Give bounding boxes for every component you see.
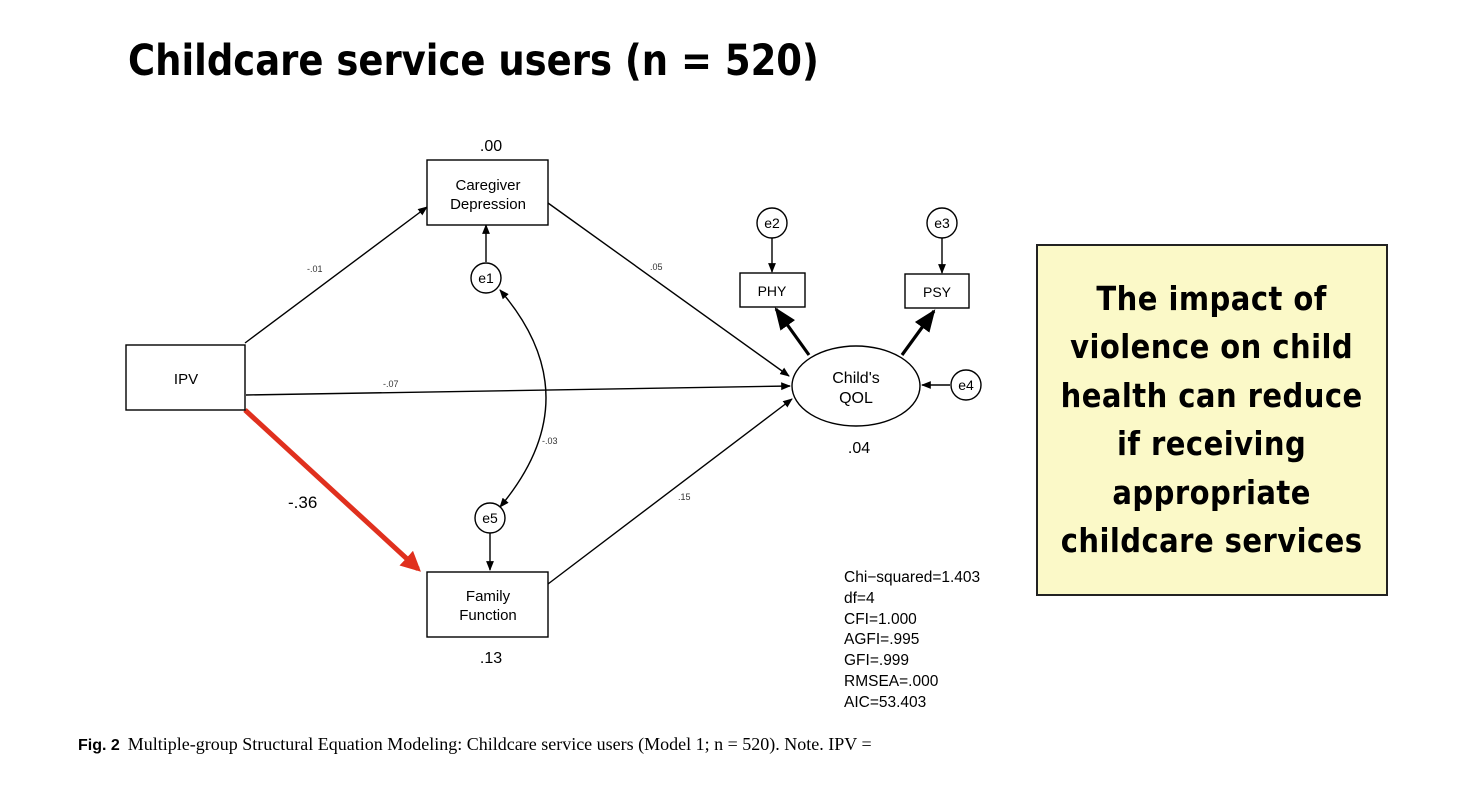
- fit-stat: Chi−squared=1.403: [844, 569, 981, 586]
- r2-caregiver-depression: .00: [480, 138, 502, 155]
- callout-box: The impact of violence on child health c…: [1036, 244, 1388, 596]
- coef-ipv-to-depression: -.01: [307, 264, 323, 274]
- e5-label: e5: [482, 510, 498, 526]
- childs-qol-ellipse: [791, 345, 921, 427]
- path-depression-to-qol: [547, 202, 790, 377]
- r2-childs-qol: .04: [848, 440, 870, 457]
- coef-ipv-to-qol: -.07: [383, 379, 399, 389]
- childs-qol-label-line1: Child's: [832, 370, 880, 387]
- path-ipv-to-depression: [244, 206, 428, 344]
- e4-circle: [950, 369, 982, 401]
- psy-label: PSY: [923, 284, 952, 300]
- path-qol-to-phy: [774, 307, 811, 356]
- fit-stat: RMSEA=.000: [844, 672, 939, 690]
- path-ipv-to-family: [243, 408, 421, 572]
- coef-depression-to-qol: .05: [650, 262, 663, 272]
- path-ipv-to-qol: [245, 382, 791, 396]
- coef-e1-e5-covariance: -.03: [542, 436, 558, 446]
- r2-family-function: .13: [480, 650, 502, 667]
- family-function-box: [426, 571, 549, 638]
- caption-text: Multiple-group Structural Equation Model…: [127, 734, 872, 754]
- e2-circle: [756, 207, 788, 239]
- caregiver-depression-label-line2: Depression: [450, 196, 526, 213]
- e5-circle: [474, 502, 506, 534]
- ipv-label: IPV: [174, 371, 198, 388]
- path-e1-e5-covariance: [499, 289, 547, 508]
- slide-title: Childcare service users (n = 520): [128, 36, 819, 86]
- path-family-to-qol: [547, 398, 793, 585]
- caregiver-depression-label-line1: Caregiver: [455, 177, 520, 194]
- family-function-label-line2: Function: [459, 607, 517, 624]
- fit-stat: GFI=.999: [844, 652, 910, 670]
- callout-text: The impact of violence on child health c…: [1060, 278, 1364, 561]
- ipv-box: [125, 344, 246, 411]
- e3-label: e3: [934, 215, 950, 231]
- e2-label: e2: [764, 215, 780, 231]
- coef-family-to-qol: .15: [678, 492, 691, 502]
- fit-stat: AGFI=.995: [844, 631, 920, 649]
- path-qol-to-psy: [900, 309, 936, 356]
- figure-caption: Fig. 2 Multiple-group Structural Equation…: [78, 734, 872, 755]
- caregiver-depression-box: [426, 159, 549, 226]
- fit-stat: CFI=1.000: [844, 610, 917, 628]
- phy-label: PHY: [758, 283, 787, 299]
- model-fit-statistics: Chi−squared=1.403 df=4 CFI=1.000 AGFI=.9…: [844, 568, 980, 714]
- family-function-label-line1: Family: [466, 588, 511, 605]
- figure-number: Fig. 2: [78, 737, 120, 754]
- sem-path-diagram: IPV Caregiver Depression Family Function…: [125, 138, 982, 667]
- fit-stat: df=4: [844, 589, 875, 607]
- e1-circle: [470, 262, 502, 294]
- psy-box: [904, 273, 970, 309]
- e1-label: e1: [478, 270, 494, 286]
- e3-circle: [926, 207, 958, 239]
- phy-box: [739, 272, 806, 308]
- fit-stat: AIC=53.403: [844, 693, 927, 711]
- e4-label: e4: [958, 377, 974, 393]
- childs-qol-label-line2: QOL: [839, 390, 873, 407]
- coef-ipv-to-family: -.36: [288, 493, 317, 512]
